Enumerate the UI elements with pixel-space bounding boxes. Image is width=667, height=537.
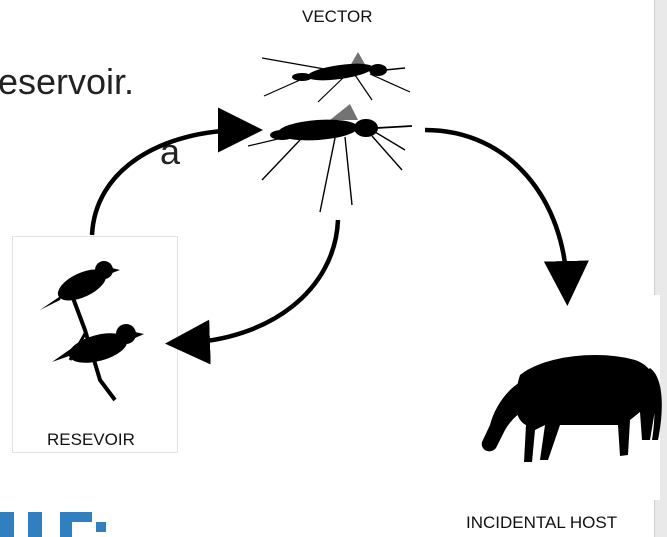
mosquito-icon — [262, 52, 410, 102]
arrow-vector-to-reservoir — [183, 220, 338, 343]
horse-icon — [482, 355, 662, 462]
reservoir-label: RESEVOIR — [47, 430, 135, 450]
mosquito-icon — [248, 104, 412, 212]
arrow-vector-to-horse — [425, 130, 567, 288]
incidental-host-label: INCIDENTAL HOST — [466, 513, 617, 533]
vector-label: VECTOR — [302, 7, 373, 27]
logo-fragment — [0, 512, 106, 537]
birds-icon — [40, 261, 144, 400]
arrow-reservoir-to-vector — [92, 130, 245, 235]
